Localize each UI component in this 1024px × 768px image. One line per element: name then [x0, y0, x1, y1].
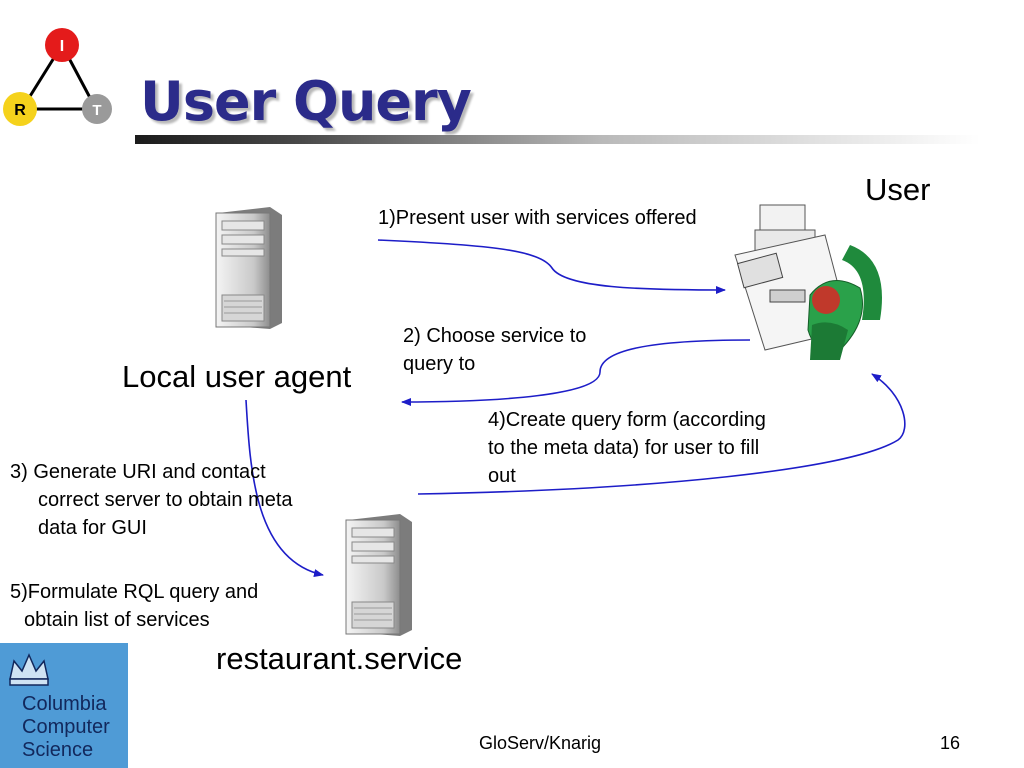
server-icon [345, 514, 412, 636]
server-icon [215, 207, 282, 329]
service-label: restaurant.service [216, 641, 463, 676]
institution-line: Columbia [22, 693, 107, 715]
logo-letter-r: R [14, 102, 26, 119]
step1-text: 1)Present user with services offered [378, 207, 697, 229]
step4-line: 4)Create query form (according [488, 409, 766, 431]
arrow-step1 [377, 239, 726, 294]
title-underline [135, 135, 980, 144]
step5-text: 5)Formulate RQL query and obtain list of… [10, 578, 258, 634]
irt-logo: I R T [3, 28, 112, 126]
step3-line: data for GUI [38, 517, 147, 539]
step5-line: obtain list of services [24, 609, 210, 631]
step3-text: 3) Generate URI and contact correct serv… [10, 458, 293, 542]
arrow-step2 [401, 339, 751, 406]
local-agent-label: Local user agent [122, 359, 352, 394]
arrow-step4 [417, 373, 906, 495]
page-number: 16 [940, 733, 961, 753]
institution-line: Science [22, 739, 94, 761]
logo-letter-i: I [60, 38, 64, 55]
user-at-desk-icon [734, 204, 882, 360]
footer-text: GloServ/Knarig [478, 733, 602, 753]
step3-line: 3) Generate URI and contact [10, 461, 266, 483]
institution-line: Computer [22, 716, 110, 738]
step5-line: 5)Formulate RQL query and [10, 581, 259, 603]
step4-text: 4)Create query form (according to the me… [488, 406, 766, 490]
step4-line: to the meta data) for user to fill [488, 437, 760, 459]
columbia-logo: Columbia Computer Science [0, 643, 128, 768]
crown-icon [9, 653, 49, 686]
step2-line: 2) Choose service to [403, 325, 587, 347]
arrow-step3 [245, 399, 324, 577]
step2-line: query to [403, 353, 476, 375]
user-label: User [865, 172, 931, 207]
step4-line: out [488, 465, 516, 487]
logo-letter-t: T [92, 102, 101, 119]
institution-name: Columbia Computer Science [22, 693, 128, 762]
step2-text: 2) Choose service to query to [403, 322, 586, 378]
slide-title: User Query [140, 70, 472, 133]
step3-line: correct server to obtain meta [38, 489, 293, 511]
